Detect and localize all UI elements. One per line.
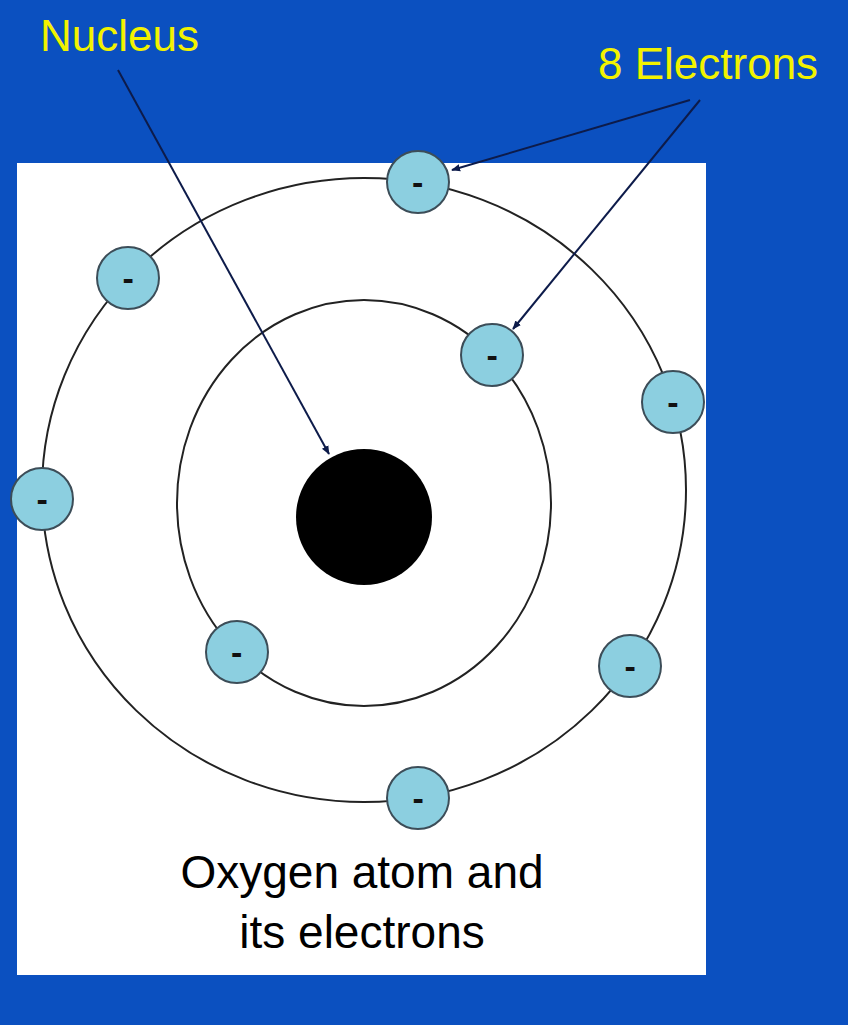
electron-circle: -: [96, 246, 160, 310]
electron-circle: -: [386, 150, 450, 214]
part-label: 8 Electrons: [598, 38, 818, 90]
image-panel: [17, 163, 706, 975]
charge-sign: -: [413, 781, 424, 815]
figure-caption: Oxygen atom and its electrons: [162, 842, 562, 962]
electron-circle: -: [460, 323, 524, 387]
leader-line: [452, 100, 690, 170]
inner-orbit: [177, 300, 551, 706]
electron-circle: -: [598, 634, 662, 698]
electron-circle: -: [10, 467, 74, 531]
charge-sign: -: [486, 338, 497, 372]
charge-sign: -: [412, 165, 423, 199]
charge-sign: -: [36, 482, 47, 516]
nucleus: [296, 449, 432, 585]
charge-sign: -: [624, 649, 635, 683]
charge-sign: -: [123, 261, 134, 295]
electron-circle: -: [641, 370, 705, 434]
charge-sign: -: [667, 385, 678, 419]
outer-orbit: [42, 178, 686, 802]
electron-circle: -: [386, 766, 450, 830]
electron-circle: -: [205, 620, 269, 684]
part-label: Nucleus: [40, 10, 199, 62]
leader-line: [513, 100, 700, 329]
charge-sign: -: [231, 635, 242, 669]
